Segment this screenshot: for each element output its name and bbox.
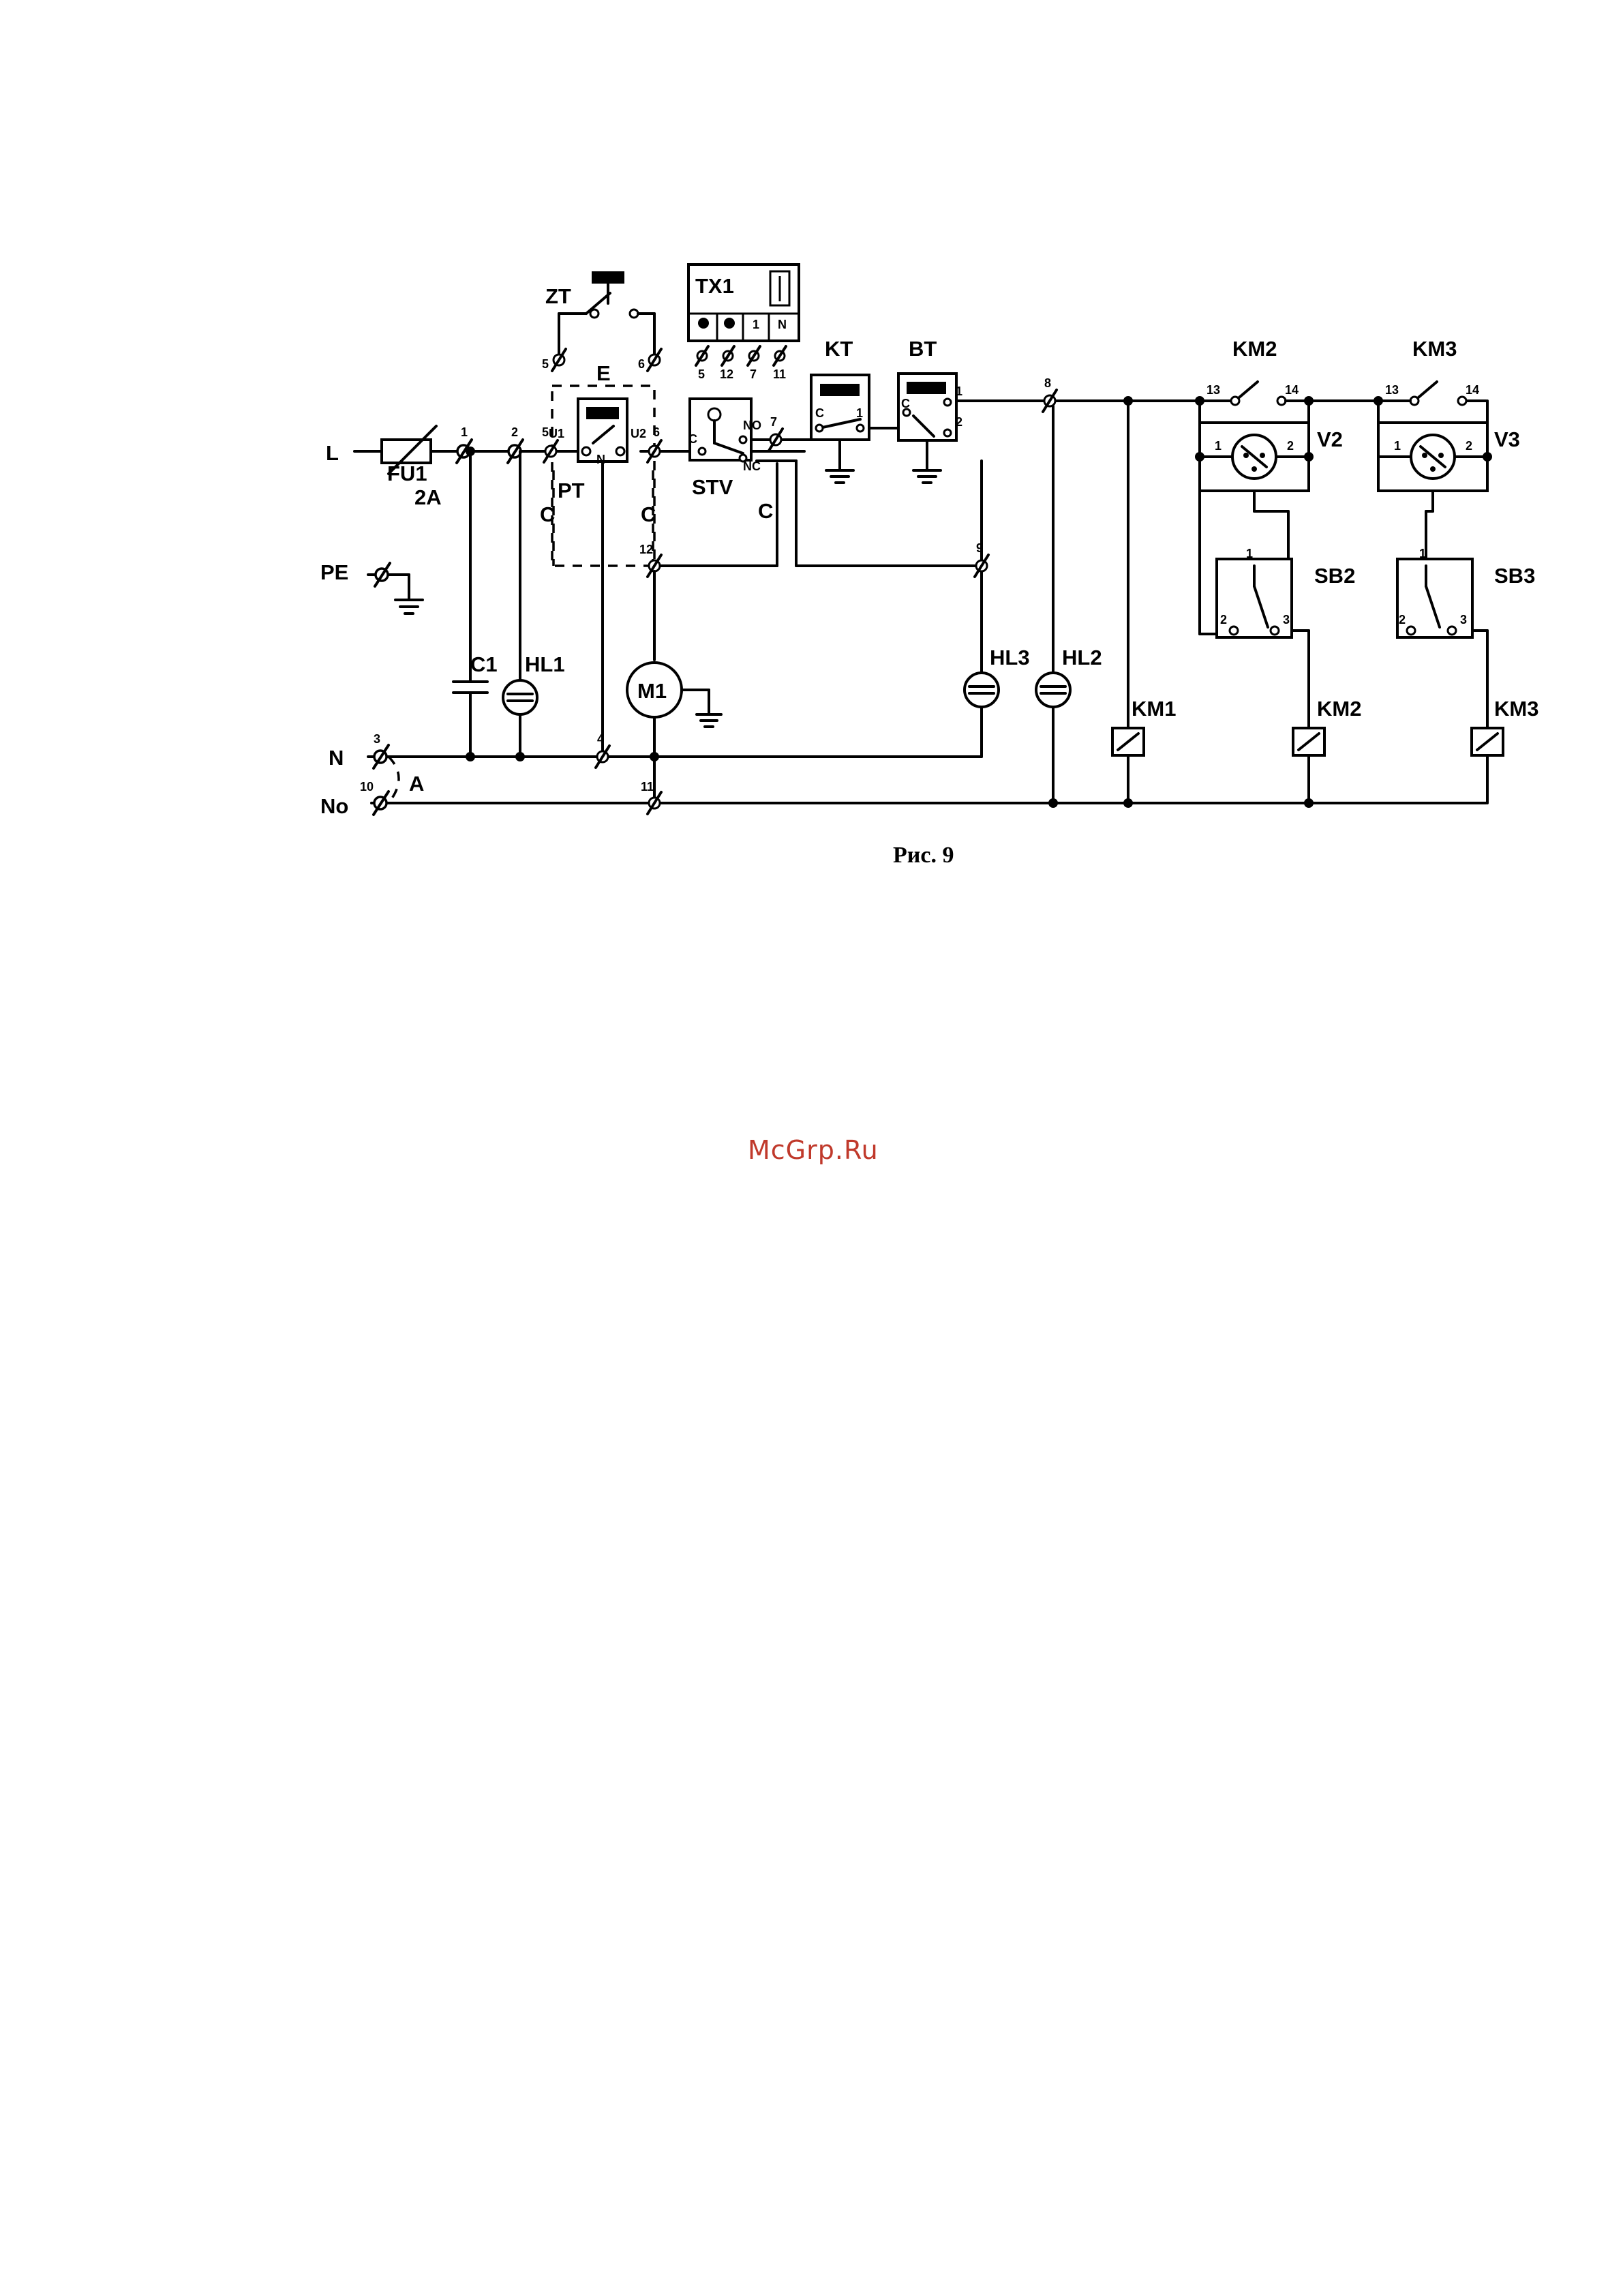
svg-text:5: 5: [542, 425, 549, 439]
sb3-term-1: 1: [1419, 547, 1426, 560]
svg-text:11: 11: [641, 780, 654, 794]
thermostat-kt: C 1 KT: [811, 337, 869, 483]
label-e: E: [596, 361, 611, 385]
stv-terminal-c: C: [688, 432, 697, 446]
label-km1: KM1: [1132, 697, 1176, 721]
label-km3-contact: KM3: [1412, 337, 1457, 361]
label-kt: KT: [825, 337, 853, 361]
sb2-term-2: 2: [1220, 613, 1227, 626]
svg-text:12: 12: [639, 543, 653, 556]
label-bt: BT: [909, 337, 937, 361]
km2-term-13: 13: [1207, 383, 1220, 397]
label-sb3: SB3: [1494, 564, 1535, 588]
timer-tx1: TX1 1 N 5 12 7 11: [688, 265, 799, 381]
bt-terminal-1: 1: [956, 384, 962, 398]
label-hl3: HL3: [990, 646, 1030, 669]
terminal-6b: 6: [638, 357, 645, 371]
pt-terminal-u1: U1: [549, 427, 564, 440]
sb2-term-1: 1: [1246, 547, 1253, 560]
v3-term-1: 1: [1394, 439, 1401, 453]
sb3-term-2: 2: [1399, 613, 1406, 626]
motor-m1: M1: [627, 571, 721, 803]
lamp-hl1: HL1: [503, 451, 565, 761]
svg-text:9: 9: [976, 541, 983, 555]
fuse-fu1: FU1 2A: [382, 426, 442, 509]
watermark: McGrp.Ru: [748, 1135, 879, 1165]
label-v3: V3: [1494, 427, 1520, 451]
lamp-hl2: HL2: [1036, 406, 1102, 808]
terminal-12: 12: [639, 543, 661, 577]
stv-terminal-nc: NC: [743, 459, 761, 473]
svg-text:4: 4: [597, 732, 604, 746]
stv-terminal-no: NO: [743, 419, 761, 432]
svg-text:2: 2: [511, 425, 518, 439]
terminal-3: 3: [374, 732, 380, 746]
tx1-label-5: 5: [698, 367, 705, 381]
label-c1: C1: [470, 652, 498, 676]
figure-caption: Рис. 9: [893, 843, 954, 868]
bt-terminal-c: C: [901, 397, 910, 410]
kt-terminal-1: 1: [856, 406, 863, 420]
label-hl2: HL2: [1062, 646, 1102, 669]
tx1-term-n: N: [778, 318, 787, 331]
kt-terminal-c: C: [815, 406, 824, 420]
v2-term-2: 2: [1287, 439, 1294, 453]
pt-terminal-n: N: [596, 453, 605, 466]
label-tx1: TX1: [695, 274, 734, 298]
label-N: N: [329, 746, 344, 770]
thermostat-zt: ZT 5 6: [542, 271, 661, 371]
terminal-10: 10: [360, 780, 374, 794]
label-c-stv: C: [758, 499, 773, 523]
lamp-hl3: HL3: [965, 646, 1030, 707]
label-c-pt-right: C: [641, 502, 656, 526]
label-L: L: [326, 441, 339, 465]
tx1-label-7: 7: [750, 367, 757, 381]
tx1-label-11: 11: [773, 367, 786, 381]
label-A: A: [409, 772, 424, 796]
terminal-5b: 5: [542, 357, 549, 371]
label-pt: PT: [558, 479, 585, 502]
label-stv: STV: [692, 475, 733, 499]
pt-terminal-u2: U2: [631, 427, 646, 440]
terminal-11: 11: [641, 780, 661, 814]
label-No: No: [320, 794, 348, 818]
label-fu1-rating: 2A: [414, 485, 442, 509]
thermostat-bt: C 1 2 BT: [898, 337, 962, 483]
capacitor-c1: C1: [453, 447, 498, 761]
label-km2-coil: KM2: [1317, 697, 1361, 721]
label-PE: PE: [320, 560, 348, 584]
label-hl1: HL1: [525, 652, 565, 676]
km2-term-14: 14: [1285, 383, 1299, 397]
tx1-label-12: 12: [720, 367, 733, 381]
svg-text:7: 7: [770, 415, 777, 429]
km3-term-14: 14: [1466, 383, 1479, 397]
v3-term-2: 2: [1466, 439, 1472, 453]
branch-km2: 13 14 KM2 1 2 V2 1 2 3 SB2: [1195, 337, 1361, 808]
coil-km1: KM1: [1112, 396, 1176, 808]
svg-text:6: 6: [653, 425, 660, 439]
label-m1: M1: [637, 679, 667, 703]
label-zt: ZT: [545, 284, 571, 308]
pe-terminal: [368, 563, 423, 614]
label-v2: V2: [1317, 427, 1343, 451]
sb2-term-3: 3: [1283, 613, 1290, 626]
branch-km3: 13 14 KM3 1 2 V3 1 2 3 SB3 KM3: [1374, 337, 1538, 803]
label-fu1: FU1: [387, 462, 427, 485]
label-km3-coil: KM3: [1494, 697, 1538, 721]
tx1-term-1: 1: [753, 318, 759, 331]
km3-term-13: 13: [1385, 383, 1399, 397]
label-sb2: SB2: [1314, 564, 1355, 588]
label-km2-contact: KM2: [1232, 337, 1277, 361]
svg-text:1: 1: [461, 425, 468, 439]
label-c-pt-left: C: [540, 502, 555, 526]
v2-term-1: 1: [1215, 439, 1222, 453]
bt-terminal-2: 2: [956, 415, 962, 429]
sb3-term-3: 3: [1460, 613, 1467, 626]
switch-stv: C NO NC STV C: [688, 399, 773, 523]
svg-text:8: 8: [1044, 376, 1051, 390]
